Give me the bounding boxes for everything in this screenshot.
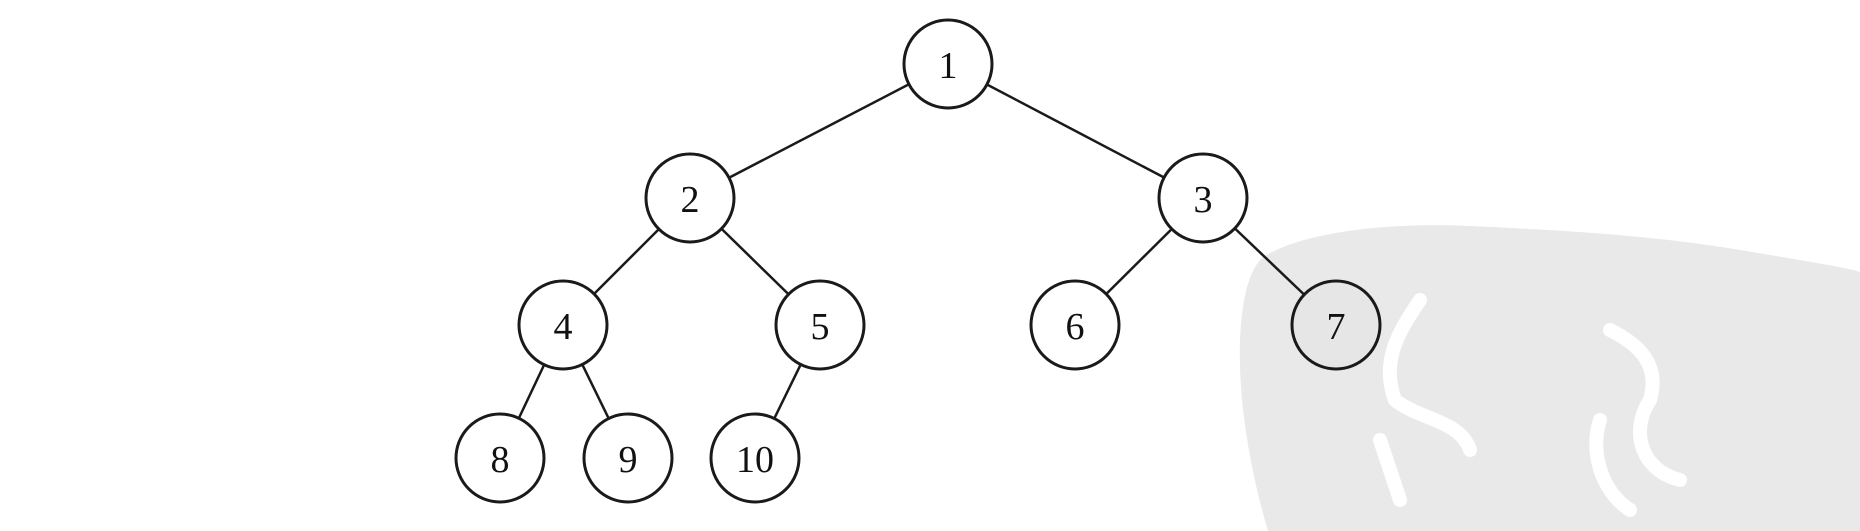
tree-node-5: 5 bbox=[774, 279, 866, 371]
node-label: 6 bbox=[1066, 306, 1085, 348]
node-label: 5 bbox=[811, 306, 830, 348]
tree-node-9: 9 bbox=[582, 412, 674, 504]
tree-node-3: 3 bbox=[1157, 152, 1249, 244]
node-circle bbox=[902, 18, 994, 110]
node-circle bbox=[709, 412, 801, 504]
node-circle bbox=[1290, 279, 1382, 371]
node-label: 3 bbox=[1194, 179, 1213, 221]
watermark-glyph-right bbox=[1589, 323, 1687, 517]
node-circle bbox=[1157, 152, 1249, 244]
edge-1-3 bbox=[986, 83, 1165, 179]
edge-4-9 bbox=[581, 363, 610, 420]
edge-4-8 bbox=[517, 364, 546, 419]
node-label: 7 bbox=[1327, 306, 1346, 348]
tree-node-10: 10 bbox=[709, 412, 801, 504]
tree-node-2: 2 bbox=[644, 152, 736, 244]
node-circle bbox=[582, 412, 674, 504]
watermark-blob bbox=[1239, 225, 1860, 531]
tree-node-6: 6 bbox=[1029, 279, 1121, 371]
edge-3-7 bbox=[1233, 227, 1306, 296]
nodes-layer: 1 2 3 4 5 6 7 8 9 10 bbox=[454, 18, 1382, 504]
edges-layer bbox=[517, 83, 1306, 420]
node-circle bbox=[1029, 279, 1121, 371]
edge-2-5 bbox=[720, 227, 790, 296]
node-label: 2 bbox=[681, 179, 700, 221]
node-circle bbox=[644, 152, 736, 244]
tree-node-8: 8 bbox=[454, 412, 546, 504]
node-circle bbox=[454, 412, 546, 504]
edge-1-2 bbox=[728, 83, 910, 179]
watermark-glyph-left bbox=[1373, 293, 1477, 507]
edge-5-10 bbox=[773, 363, 802, 420]
watermark-seal bbox=[1239, 225, 1860, 531]
node-label: 10 bbox=[736, 439, 774, 481]
tree-node-7: 7 bbox=[1290, 279, 1382, 371]
node-label: 9 bbox=[619, 439, 638, 481]
edge-3-6 bbox=[1105, 228, 1173, 295]
tree-node-1: 1 bbox=[902, 18, 994, 110]
tree-node-4: 4 bbox=[517, 279, 609, 371]
node-label: 4 bbox=[554, 306, 573, 348]
edge-2-4 bbox=[593, 228, 660, 295]
node-circle bbox=[774, 279, 866, 371]
node-label: 1 bbox=[939, 45, 958, 87]
node-circle bbox=[517, 279, 609, 371]
node-label: 8 bbox=[491, 439, 510, 481]
